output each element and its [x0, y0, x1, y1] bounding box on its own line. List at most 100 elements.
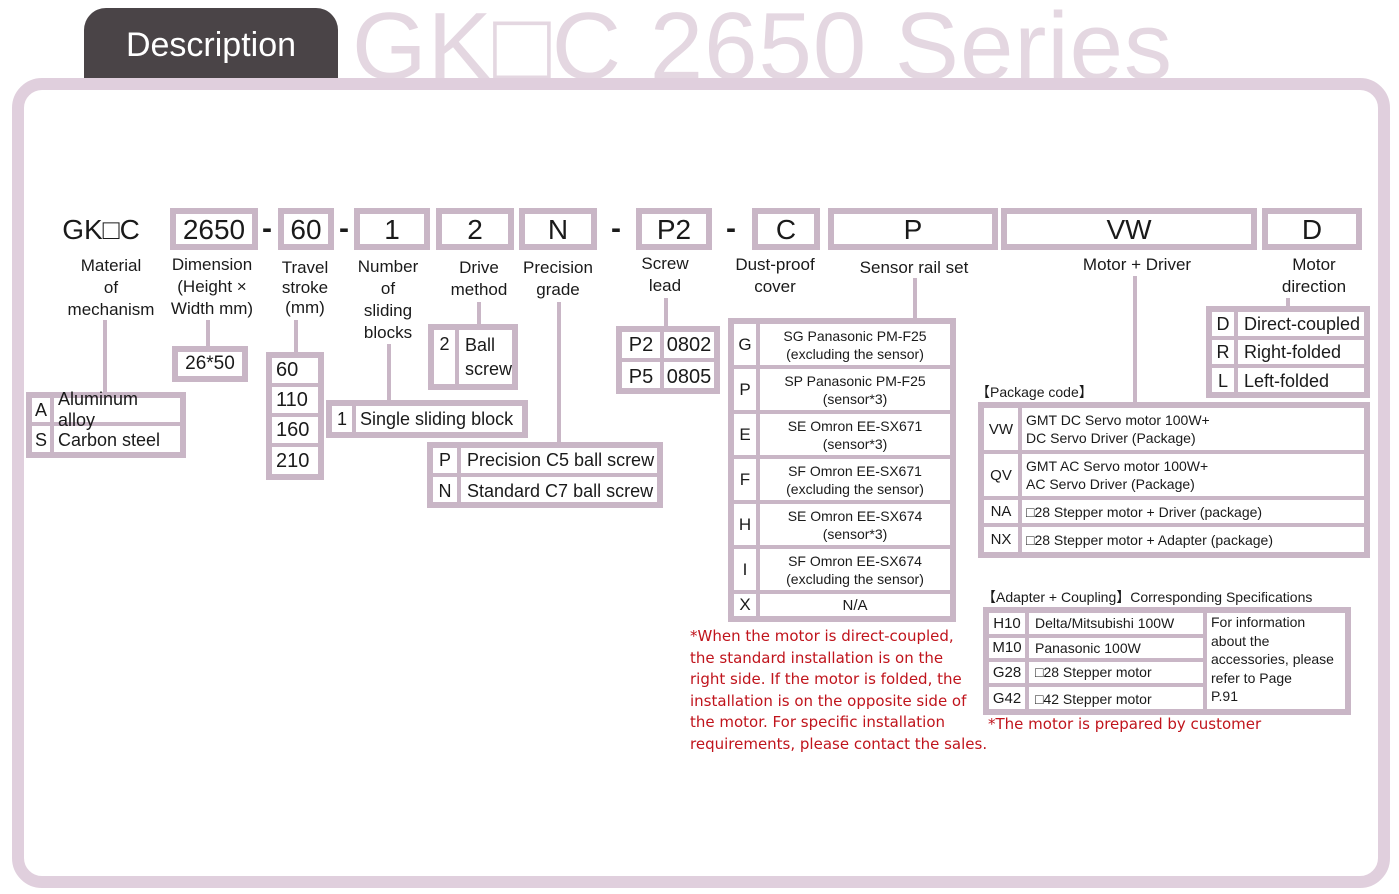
connector-line [103, 320, 107, 394]
precision-code: P [433, 448, 461, 473]
material-table: A Aluminum alloy S Carbon steel [26, 389, 186, 458]
travel-value: 110 [272, 387, 318, 417]
segment-drive: 2 [436, 208, 514, 250]
drive-table: 2 Ball screw [428, 324, 518, 390]
sensor-note: (sensor*3) [822, 525, 888, 542]
drive-text: Ball screw [464, 335, 512, 379]
separator-dash: - [262, 212, 272, 245]
table-row: NX □28 Stepper motor + Adapter (package) [984, 527, 1364, 552]
table-row: H10 Delta/Mitsubishi 100W [989, 613, 1207, 638]
sensor-code: I [734, 549, 760, 590]
direction-table: D Direct-coupled R Right-folded L Left-f… [1206, 306, 1370, 398]
sensor-note: (sensor*3) [822, 390, 888, 407]
dimension-value: 26*50 [172, 346, 248, 382]
sensor-table: G SG Panasonic PM-F25 (excluding the sen… [728, 318, 956, 622]
material-code: S [32, 426, 54, 454]
package-code: QV [984, 454, 1022, 496]
material-text: Aluminum alloy [58, 389, 139, 430]
sensor-model: N/A [842, 596, 868, 614]
segment-blocks: 1 [354, 208, 430, 250]
table-row: L Left-folded [1212, 368, 1364, 394]
sensor-model: SF Omron EE-SX671 [788, 462, 922, 479]
table-row: 2 Ball screw [434, 330, 512, 384]
precision-text: Precision C5 ball screw [467, 450, 655, 470]
segment-travel: 60 [278, 208, 334, 250]
direction-text: Left-folded [1244, 370, 1330, 391]
adapter-note: For information about the accessories, p… [1211, 614, 1334, 704]
table-row: NA □28 Stepper motor + Driver (package) [984, 500, 1364, 527]
adapter-list: H10 Delta/Mitsubishi 100W M10 Panasonic … [989, 613, 1207, 711]
connector-line [294, 320, 298, 352]
sensor-note: (excluding the sensor) [786, 345, 924, 362]
table-row: P5 0805 [622, 362, 714, 392]
package-text: GMT DC Servo motor 100W+ DC Servo Driver… [1026, 412, 1210, 446]
connector-line [557, 302, 561, 442]
travel-value: 160 [272, 417, 318, 447]
sensor-model: SP Panasonic PM-F25 [784, 372, 926, 389]
table-row: 1 Single sliding block [332, 406, 522, 432]
label-precision: Precision grade [523, 258, 593, 299]
table-row: G SG Panasonic PM-F25 (excluding the sen… [734, 324, 950, 369]
label-blocks: Number of sliding blocks [357, 257, 419, 342]
direction-text: Direct-coupled [1244, 313, 1361, 334]
sensor-code: P [734, 369, 760, 410]
connector-line [206, 320, 210, 350]
blocks-table: 1 Single sliding block [326, 400, 528, 438]
model-prefix: GK□C [62, 214, 140, 245]
material-code: A [32, 398, 54, 422]
precision-text: Standard C7 ball screw [467, 481, 654, 501]
sensor-note: (sensor*3) [822, 435, 888, 452]
adapter-code: H10 [989, 613, 1029, 634]
package-code: NX [984, 527, 1022, 552]
package-text: □28 Stepper motor + Driver (package) [1026, 503, 1263, 520]
table-row: H SE Omron EE-SX674 (sensor*3) [734, 504, 950, 549]
table-row: F SF Omron EE-SX671 (excluding the senso… [734, 459, 950, 504]
table-row: VW GMT DC Servo motor 100W+ DC Servo Dri… [984, 408, 1364, 454]
connector-line [387, 344, 391, 402]
sensor-model: SF Omron EE-SX674 [788, 552, 922, 569]
lead-code: P5 [622, 362, 664, 392]
table-row: G28 □28 Stepper motor [989, 662, 1207, 687]
table-row: M10 Panasonic 100W [989, 637, 1207, 662]
sensor-code: F [734, 459, 760, 500]
adapter-text: Delta/Mitsubishi 100W [1035, 615, 1175, 632]
separator-dash: - [726, 212, 736, 245]
table-row: S Carbon steel [32, 426, 180, 454]
customer-motor-note: *The motor is prepared by customer [988, 715, 1262, 733]
blocks-text: Single sliding block [360, 408, 514, 429]
travel-value: 60 [272, 358, 318, 387]
precision-table: P Precision C5 ball screw N Standard C7 … [427, 442, 663, 508]
connector-line [664, 298, 668, 328]
sensor-code: G [734, 324, 760, 365]
table-row: X N/A [734, 594, 950, 616]
segment-sensor: P [828, 208, 998, 250]
direction-code: D [1212, 312, 1238, 336]
travel-table: 60 110 160 210 [266, 352, 324, 480]
sensor-model: SG Panasonic PM-F25 [783, 327, 927, 344]
table-row: N Standard C7 ball screw [433, 477, 657, 506]
label-material: Material of mechanism [67, 256, 155, 319]
label-dust: Dust-proof cover [735, 255, 815, 296]
adapter-code: M10 [989, 637, 1029, 658]
segment-dimension: 2650 [170, 208, 258, 250]
adapter-code: G42 [989, 686, 1029, 711]
travel-value: 210 [276, 450, 310, 472]
adapter-text: □28 Stepper motor [1035, 664, 1152, 681]
label-drive: Drive method [450, 258, 508, 299]
label-dimension: Dimension (Height × Width mm) [170, 255, 254, 318]
table-row: P SP Panasonic PM-F25 (sensor*3) [734, 369, 950, 414]
connector-line [1286, 298, 1290, 308]
table-row: P2 0802 [622, 332, 714, 362]
adapter-code: G28 [989, 662, 1029, 683]
package-code: NA [984, 500, 1022, 523]
direction-code: L [1212, 368, 1238, 394]
direction-text: Right-folded [1244, 341, 1342, 362]
sensor-code: E [734, 414, 760, 455]
package-text: GMT AC Servo motor 100W+ AC Servo Driver… [1026, 458, 1209, 492]
segment-precision: N [519, 208, 597, 250]
connector-line [1133, 276, 1137, 404]
drive-code: 2 [434, 330, 459, 384]
segment-dust-cover: C [752, 208, 820, 250]
adapter-table: H10 Delta/Mitsubishi 100W M10 Panasonic … [983, 607, 1351, 715]
sensor-note: (excluding the sensor) [786, 570, 924, 587]
